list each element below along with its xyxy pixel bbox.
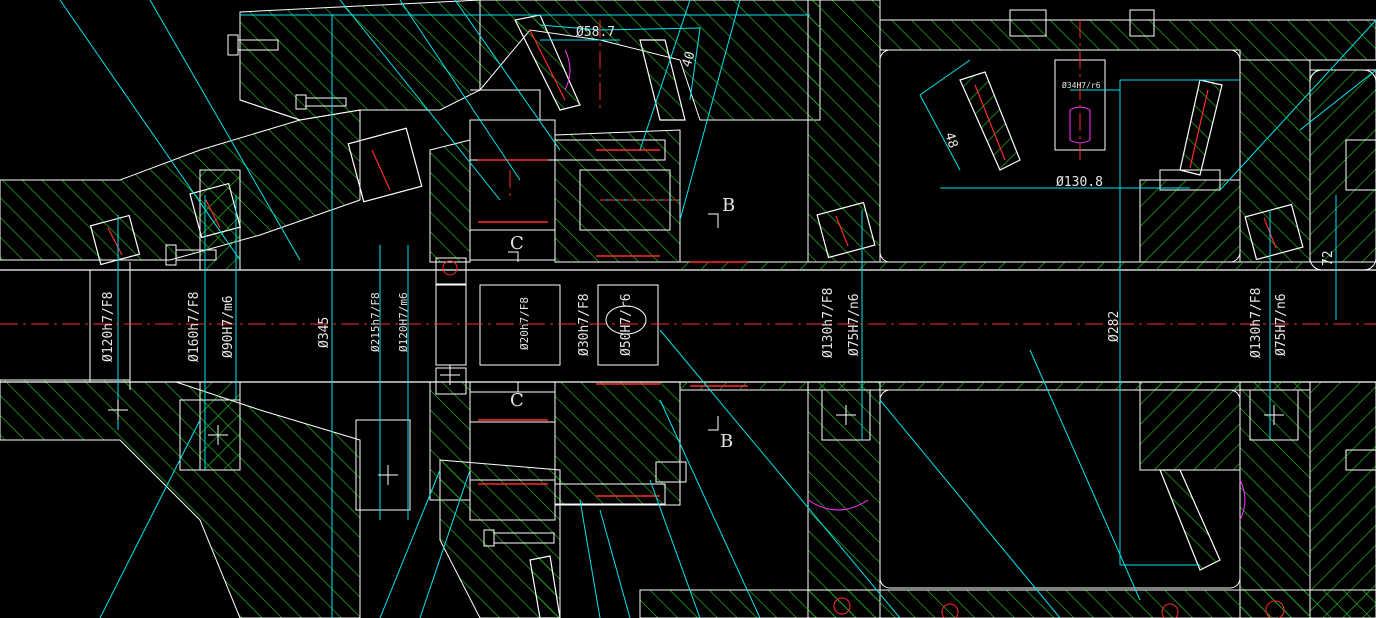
dim-215-h7-f8: Ø215h7/F8 [369,292,382,352]
dim-90-h7-m6: Ø90H7/m6 [221,295,236,358]
dim-130-h7-f8-a: Ø130h7/F8 [821,288,836,358]
section-c-bottom: C [510,390,524,411]
dim-58-7: Ø58.7 [576,25,615,40]
dim-75-h7-n6-a: Ø75H7/n6 [847,293,862,356]
part-outlines [89,9,1376,618]
dimension-text: Ø58.7 40 48 Ø130.8 Ø34H7/r6 B B C C Ø120… [101,25,1336,452]
bevel-gears [514,14,1223,618]
dim-345: Ø345 [317,317,332,348]
dim-48: 48 [941,131,960,151]
dim-160-h7-f8: Ø160h7/F8 [187,292,202,362]
section-b-top: B [722,195,735,216]
dim-120-h7-f8: Ø120h7/F8 [101,292,116,362]
dim-130-8: Ø130.8 [1056,175,1103,190]
dim-50-h7-r6: Ø50H7/r6 [619,293,634,356]
dim-75-h7-n6-b: Ø75H7/n6 [1274,293,1289,356]
bearings [89,127,1304,497]
centerlines [0,20,1376,325]
dimension-lines [59,0,1376,618]
dim-130-h7-f8-b: Ø130h7/F8 [1249,288,1264,358]
dim-40: 40 [680,50,699,70]
dim-120-h7-m6: Ø120H7/m6 [397,292,410,352]
dim-34: Ø34H7/r6 [1062,80,1101,90]
main-shaft [0,261,1376,391]
section-arrows [508,213,719,431]
section-c-top: C [510,233,524,254]
section-b-bottom: B [720,431,733,452]
dim-282: Ø282 [1107,311,1122,342]
center-marks [108,49,1285,618]
dim-20-h7-f8: Ø20h7/F8 [518,297,531,350]
dim-30-h7-f8: Ø30h7/F8 [577,293,592,356]
dim-72: 72 [1321,250,1336,266]
